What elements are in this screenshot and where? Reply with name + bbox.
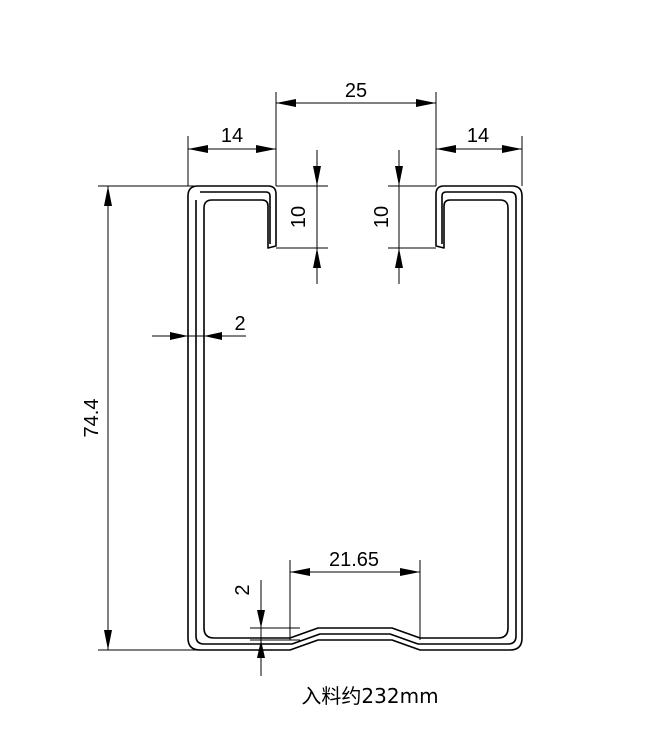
label-top-width: 25 <box>345 80 367 102</box>
label-left-lip: 10 <box>288 206 310 228</box>
dimension-left-flange: 14 <box>187 125 276 186</box>
dimension-bottom-groove: 21.65 <box>289 549 421 640</box>
profile-inner-line <box>195 191 517 645</box>
dimension-right-lip: 10 <box>371 150 436 284</box>
label-groove-depth: 2 <box>232 584 254 595</box>
dimension-left-lip: 10 <box>276 150 328 284</box>
label-left-flange: 14 <box>221 125 243 147</box>
material-caption: 入料约232mm <box>301 684 438 708</box>
profile-outer-line <box>187 185 523 651</box>
profile-outline <box>187 185 523 651</box>
label-wall-thickness: 2 <box>234 313 245 335</box>
dimension-right-flange: 14 <box>436 125 523 186</box>
dimension-top-width: 25 <box>275 80 437 186</box>
dimension-wall-thickness: 2 <box>152 313 246 340</box>
label-right-flange: 14 <box>467 125 489 147</box>
dimension-groove-depth: 2 <box>232 580 300 676</box>
label-bottom-groove: 21.65 <box>329 549 379 571</box>
dimension-height: 74.4 <box>81 185 198 651</box>
label-height: 74.4 <box>81 399 103 438</box>
label-right-lip: 10 <box>371 206 393 228</box>
